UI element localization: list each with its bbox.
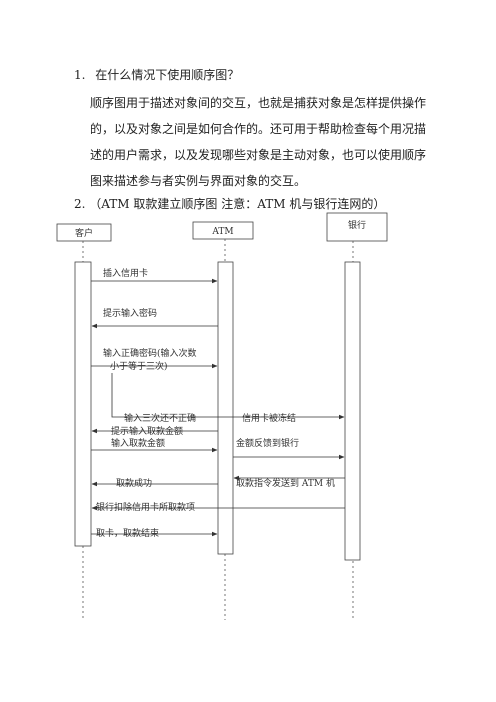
question-1: 1. 在什么情况下使用顺序图？ <box>74 67 239 83</box>
question-2-text: （ATM 取款建立顺序图 注意：ATM 机与银行连网的） <box>89 197 386 211</box>
message-insert-card-label: 插入信用卡 <box>103 267 148 279</box>
answer-line-4: 图来描述参与者实例与界面对象的交互。 <box>90 174 307 188</box>
message-bank-deduct-label: 银行扣除信用卡所取款项 <box>96 501 195 513</box>
message-prompt-amount-label: 提示输入取款金额 <box>111 425 183 437</box>
participant-atm-label: ATM <box>211 227 233 237</box>
participant-bank-label: 银行 <box>348 219 366 231</box>
message-card-frozen-label-1: 输入三次还不正确 <box>124 412 196 424</box>
message-amount-to-bank-label: 金额反馈到银行 <box>236 437 299 449</box>
message-amount-to-bank: 金额反馈到银行 <box>233 437 345 460</box>
message-enter-password-label-1: 输入正确密码(输入次数 <box>103 347 197 359</box>
question-2-number: 2. <box>74 197 86 211</box>
question-1-number: 1. <box>74 68 86 82</box>
activation-bank <box>344 261 361 561</box>
message-take-card: 取卡，取款结束 <box>91 527 218 539</box>
participant-bank: 银行 <box>326 212 388 242</box>
message-take-card-label: 取卡，取款结束 <box>96 527 159 539</box>
message-card-frozen-label-2: 信用卡被冻结 <box>242 412 296 424</box>
participant-customer: 客户 <box>56 223 112 242</box>
question-2: 2. （ATM 取款建立顺序图 注意：ATM 机与银行连网的） <box>74 196 385 212</box>
message-enter-password: 输入正确密码(输入次数 小于等于三次) <box>91 347 218 372</box>
activation-customer <box>74 261 92 547</box>
message-enter-amount: 输入取款金额 <box>91 437 218 453</box>
question-1-text: 在什么情况下使用顺序图？ <box>95 68 240 82</box>
activation-atm <box>217 261 234 555</box>
message-withdraw-command: 取款指令发送到 ATM 机 <box>233 475 345 489</box>
participant-atm: ATM <box>192 221 254 240</box>
message-withdraw-success-label: 取款成功 <box>116 477 152 489</box>
answer-line-1: 顺序图用于描述对象间的交互，也就是捕获对象是怎样提供操作 <box>90 96 427 110</box>
answer-line-3: 述的用户需求，以及发现哪些对象是主动对象，也可以使用顺序 <box>90 148 427 162</box>
message-prompt-amount: 提示输入取款金额 <box>91 425 218 437</box>
message-prompt-password-label: 提示输入密码 <box>103 307 157 319</box>
message-prompt-password: 提示输入密码 <box>91 307 218 329</box>
message-insert-card: 插入信用卡 <box>91 267 218 284</box>
answer-line-2: 的，以及对象之间是如何合作的。还可用于帮助检查每个用况描 <box>90 122 427 136</box>
message-withdraw-command-label: 取款指令发送到 ATM 机 <box>236 477 335 489</box>
message-card-frozen: 输入三次还不正确 信用卡被冻结 <box>111 373 345 424</box>
participant-customer-label: 客户 <box>75 227 93 239</box>
message-enter-password-label-2: 小于等于三次) <box>110 360 168 372</box>
message-enter-amount-label: 输入取款金额 <box>111 437 165 449</box>
message-bank-deduct: 银行扣除信用卡所取款项 <box>91 501 345 513</box>
message-withdraw-success: 取款成功 <box>91 477 218 489</box>
